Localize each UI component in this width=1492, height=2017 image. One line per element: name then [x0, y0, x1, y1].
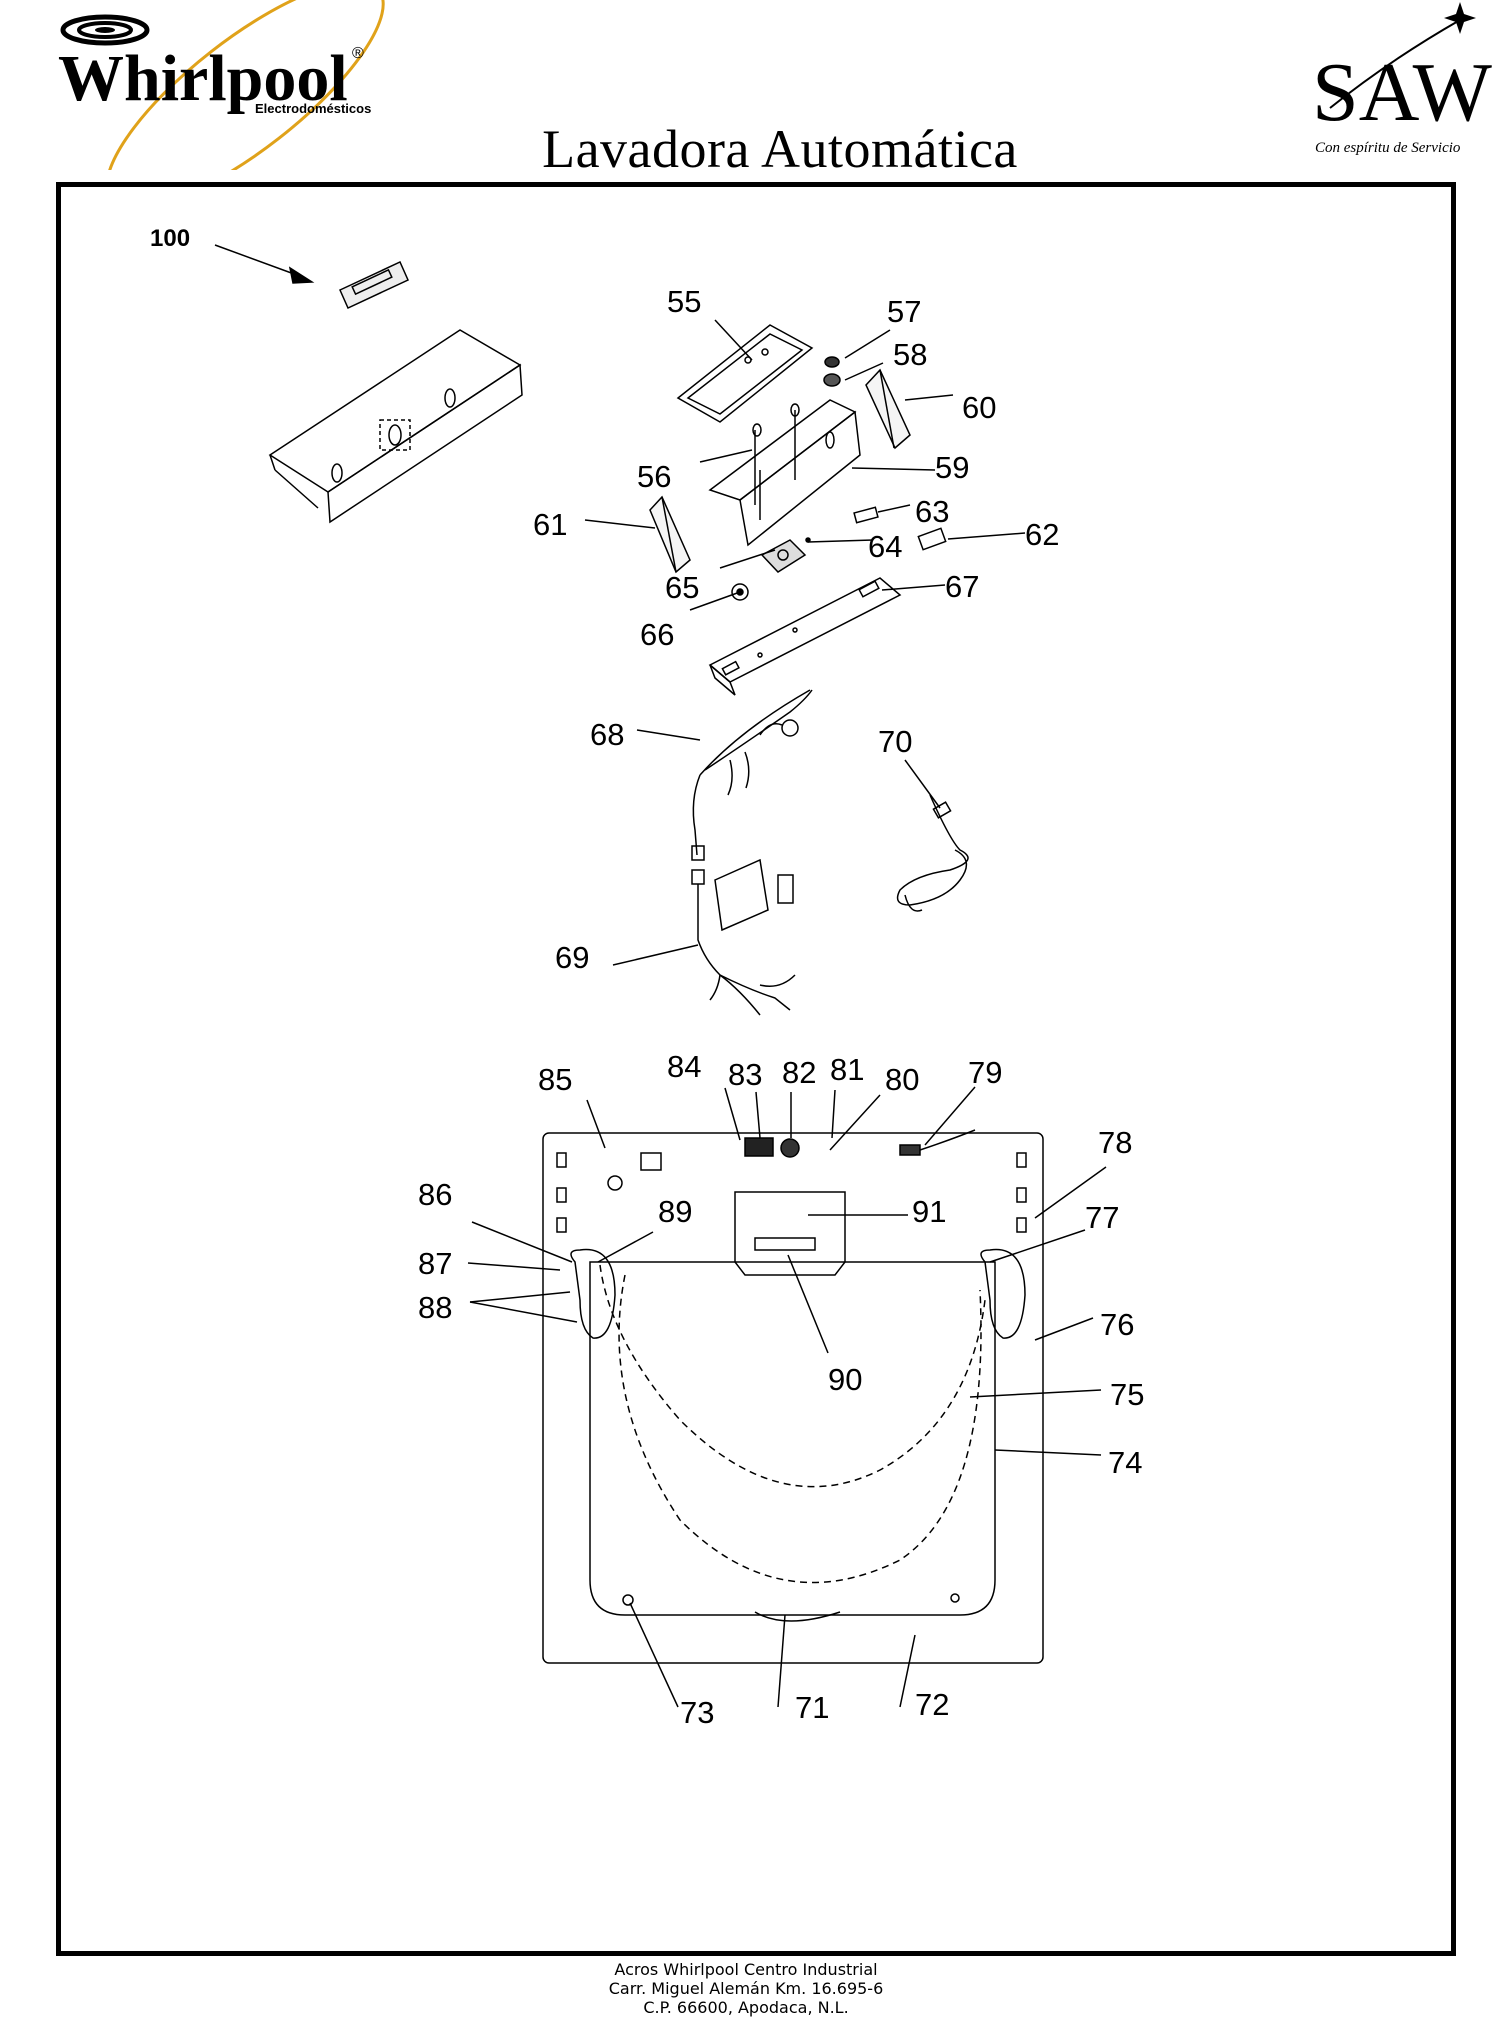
page-footer: Acros Whirlpool Centro Industrial Carr. …: [0, 1960, 1492, 2017]
part-label: 68: [590, 717, 624, 752]
part-label: 100: [150, 225, 190, 252]
part-label: 56: [637, 459, 671, 494]
part-100-badge: [339, 260, 409, 310]
part-label: 65: [665, 570, 699, 605]
part-label: 87: [418, 1246, 452, 1281]
part-label: 78: [1098, 1125, 1132, 1160]
part-63-clip: [853, 506, 879, 524]
diagram-frame: [56, 182, 1456, 1956]
part-68-harness: [691, 689, 813, 861]
part-60-endcap: [865, 368, 911, 450]
leader-lines: [214, 244, 1107, 1708]
part-label: 58: [893, 337, 927, 372]
part-label: 88: [418, 1290, 452, 1325]
part-label: 70: [878, 724, 912, 759]
part-label: 57: [887, 294, 921, 329]
part-61-endcap: [649, 495, 691, 574]
part-label: 59: [935, 450, 969, 485]
part-label: 71: [795, 1690, 829, 1725]
saw-wordmark: SAW: [1312, 46, 1492, 139]
part-label: 84: [667, 1049, 701, 1084]
saw-tagline: Con espíritu de Servicio: [1315, 140, 1461, 156]
part-label: 86: [418, 1177, 452, 1212]
part-label: 55: [667, 284, 701, 319]
part-label: 67: [945, 569, 979, 604]
part-59-bracket: [708, 399, 861, 547]
part-62-clip: [917, 527, 947, 551]
part-label: 72: [915, 1687, 949, 1722]
part-label: 62: [1025, 517, 1059, 552]
saw-logo: SAW Con espíritu de Servicio: [1312, 2, 1492, 156]
top-lid-frame: [542, 1129, 1044, 1664]
part-label: 75: [1110, 1377, 1144, 1412]
swirl-icon: [60, 14, 150, 46]
part-label: 74: [1108, 1445, 1142, 1480]
part-label: 66: [640, 617, 674, 652]
part-label: 89: [658, 1194, 692, 1229]
part-label: 83: [728, 1057, 762, 1092]
part-label: 63: [915, 494, 949, 529]
whirlpool-logo: Whirlpool ® Electrodomésticos: [58, 0, 385, 170]
part-label: 77: [1085, 1200, 1119, 1235]
part-label: 85: [538, 1062, 572, 1097]
part-label: 79: [968, 1055, 1002, 1090]
part-label: 60: [962, 390, 996, 425]
star-icon: [1444, 2, 1476, 34]
part-label: 64: [868, 529, 902, 564]
footer-company: Acros Whirlpool Centro Industrial: [614, 1960, 878, 1979]
part-69-harness: [691, 858, 796, 1016]
part-label: 91: [912, 1194, 946, 1229]
part-65-switch: [760, 537, 811, 573]
part-57-58-knob: [823, 356, 841, 387]
footer-address: Carr. Miguel Alemán Km. 16.695-6: [608, 1979, 884, 1998]
part-67-plate: [708, 577, 902, 696]
page-header: Whirlpool ® Electrodomésticos SAW Con es…: [0, 0, 1492, 180]
part-label: 76: [1100, 1307, 1134, 1342]
part-label: 69: [555, 940, 589, 975]
page-title: Lavadora Automática: [542, 119, 1018, 179]
part-label: 73: [680, 1695, 714, 1730]
svg-text:®: ®: [352, 45, 364, 62]
console-panel: [268, 329, 523, 524]
part-label: 82: [782, 1055, 816, 1090]
part-label: 90: [828, 1362, 862, 1397]
part-number-labels: 100 55 57 58 60 56 59 61 63 62 64 65 67 …: [150, 225, 1144, 1730]
part-label: 61: [533, 507, 567, 542]
brand-subtitle: Electrodomésticos: [255, 101, 371, 116]
part-70-cord: [896, 794, 969, 912]
part-label: 80: [885, 1062, 919, 1097]
part-label: 81: [830, 1052, 864, 1087]
brand-name: Whirlpool: [58, 42, 348, 115]
footer-postal: C.P. 66600, Apodaca, N.L.: [643, 1998, 849, 2017]
